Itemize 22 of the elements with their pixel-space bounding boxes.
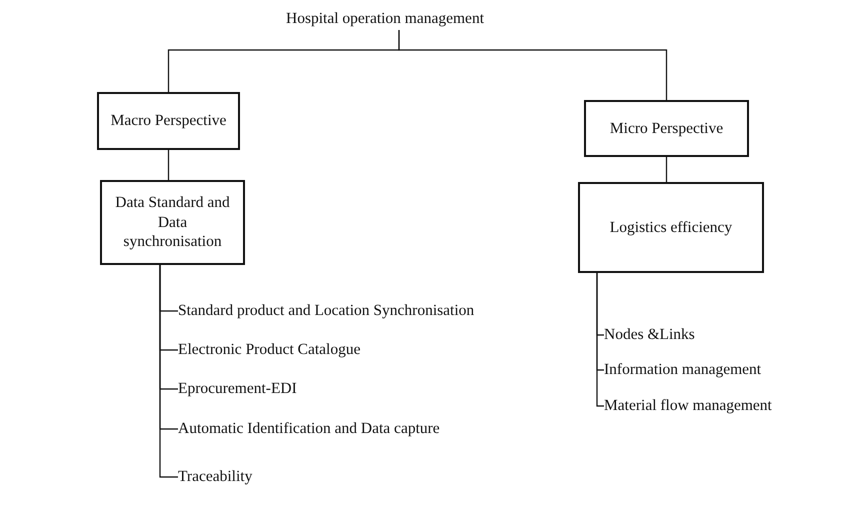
category-box (578, 182, 764, 273)
item-text: Traceability (178, 467, 252, 487)
connector-line (596, 273, 604, 407)
perspective-box (584, 100, 749, 157)
connector-line (666, 157, 668, 182)
item-text: Information management (604, 360, 762, 380)
box-label: Macro Perspective (110, 111, 226, 131)
item-text: Electronic Product Catalogue (178, 340, 360, 360)
box-label: Logistics efficiency (610, 218, 732, 238)
category-box (100, 180, 245, 265)
box-label: Data Standard and Data synchronisation (114, 193, 231, 252)
item-text: Automatic Identification and Data capture (178, 419, 440, 439)
item-text: Nodes &Links (604, 325, 695, 345)
connector-line (159, 265, 178, 478)
title-text: Hospital operation management (286, 9, 484, 29)
perspective-box (97, 92, 240, 150)
connector-line (168, 150, 170, 180)
box-label: Micro Perspective (610, 118, 724, 138)
item-text: Material flow management (604, 396, 772, 416)
item-text: Standard product and Location Synchronisation (178, 301, 474, 321)
item-text: Eprocurement-EDI (178, 379, 297, 399)
connector-line (398, 30, 668, 100)
